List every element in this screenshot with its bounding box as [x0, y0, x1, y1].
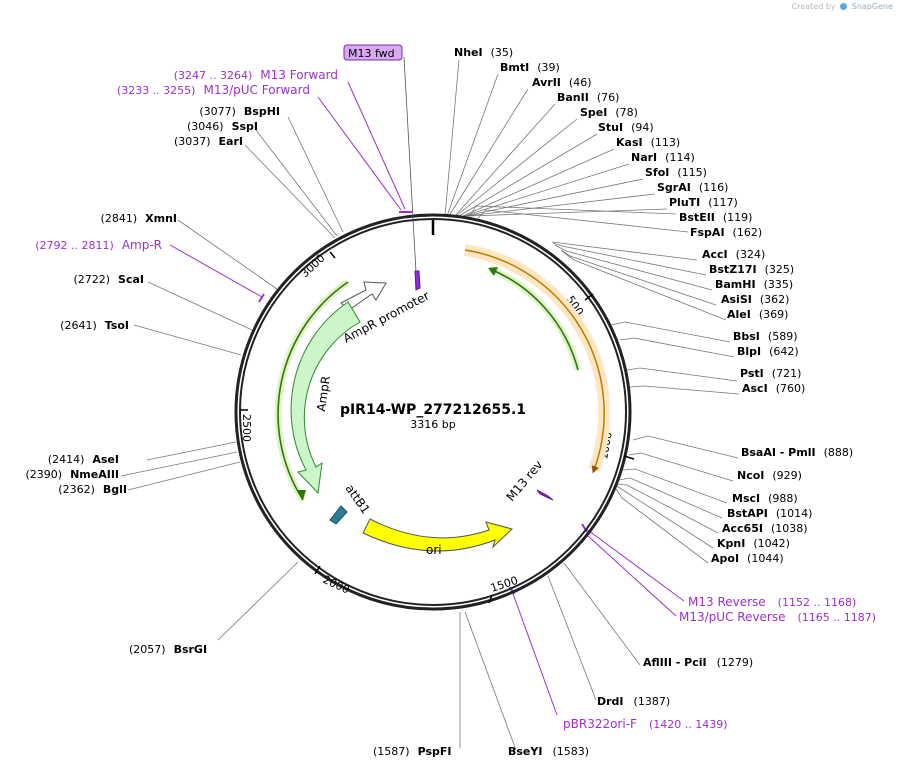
plasmid-length: 3316 bp [410, 418, 455, 431]
site-label: (2841)XmnI [101, 212, 177, 225]
snapgene-credit: Created by SnapGene [792, 2, 893, 11]
primer-lines [169, 81, 685, 716]
primer-label: (3247 .. 3264)M13 Forward [174, 68, 338, 82]
snapgene-logo-icon [840, 3, 848, 10]
site-label: BstAPI(1014) [727, 507, 812, 520]
ampr-label: AmpR [314, 375, 333, 412]
green-arc-left-arrow-icon [297, 490, 306, 500]
ori-label: ori [426, 543, 442, 557]
site-label: AvrII(46) [532, 76, 592, 89]
site-label: (2057)BsrGI [129, 643, 207, 656]
m13-fwd-box-label: M13 fwd [348, 47, 395, 60]
site-label: BmtI(39) [500, 61, 560, 74]
site-label: (2414)AseI [48, 453, 119, 466]
primer-label: M13 Reverse(1152 .. 1168) [688, 595, 856, 609]
plasmid-name: pIR14-WP_277212655.1 [340, 402, 526, 418]
green-arc-left [277, 281, 349, 501]
site-label: BstZ17I(325) [709, 263, 794, 276]
site-label: (2641)TsoI [60, 319, 129, 332]
m13-fwd-leader [403, 56, 417, 273]
site-label: AccI(324) [702, 248, 765, 261]
site-label: AflIII - PciI(1279) [643, 656, 753, 669]
site-label: PluTI(117) [669, 196, 738, 209]
site-label: AscI(760) [742, 382, 805, 395]
sites-right: NheI(35) BmtI(39) AvrII(46) BanII(76) Sp… [454, 46, 853, 565]
green-arc-right [489, 268, 579, 371]
site-label: BstEII(119) [679, 211, 752, 224]
site-label: KpnI(1042) [717, 537, 790, 550]
site-label: Acc65I(1038) [722, 522, 808, 535]
site-label: ApoI(1044) [711, 552, 784, 565]
site-label: SfoI(115) [645, 166, 707, 179]
site-label: NheI(35) [454, 46, 513, 59]
site-label: PstI(721) [740, 367, 801, 380]
site-label: AleI(369) [727, 308, 788, 321]
credit-text: Created by [791, 2, 836, 11]
m13-fwd-box [343, 44, 403, 61]
leader-lines [120, 59, 740, 751]
primer-label: (3233 .. 3255)M13/pUC Forward [117, 83, 310, 97]
site-label: BanII(76) [557, 91, 619, 104]
site-label: BlpI(642) [737, 345, 799, 358]
site-label: (1587)PspFI [373, 745, 451, 758]
sites-left: (2414)AseI (2390)NmeAIII (2362)BglI (264… [26, 105, 281, 496]
attb1-marker [329, 505, 348, 525]
site-label: SpeI(78) [580, 106, 638, 119]
primer-labels: (3247 .. 3264)M13 Forward (3233 .. 3255)… [35, 68, 876, 731]
scale-ticks [240, 251, 635, 604]
tick-label-3000: 3000 [298, 252, 327, 281]
sites-bottom: AflIII - PciI(1279) DrdI(1387) BseYI(158… [129, 643, 753, 758]
site-label: (3037)EarI [174, 135, 243, 148]
site-label: NarI(114) [631, 151, 695, 164]
primer-label: M13/pUC Reverse(1165 .. 1187) [679, 610, 876, 624]
site-label: StuI(94) [598, 121, 654, 134]
primer-label: pBR322ori-F(1420 .. 1439) [563, 717, 728, 731]
ori-arrow [362, 518, 513, 552]
site-label: (2390)NmeAIII [26, 468, 120, 481]
insert-arc [464, 249, 605, 474]
site-label: (2722)ScaI [73, 273, 144, 286]
site-label: BsaAI - PmlI(888) [741, 446, 853, 459]
credit-brand: SnapGene [851, 2, 893, 11]
m13-fwd-marker [414, 270, 421, 291]
ampr-promoter-arrow [340, 281, 387, 311]
site-label: AsiSI(362) [721, 293, 789, 306]
site-label: SgrAI(116) [657, 181, 728, 194]
m13-rev-marker [536, 489, 554, 501]
site-label: (2362)BglI [58, 483, 127, 496]
site-label: BseYI(1583) [508, 745, 589, 758]
tick-label-2500: 2500 [240, 414, 253, 442]
site-label: FspAI(162) [690, 226, 762, 239]
site-label: BamHI(335) [715, 278, 793, 291]
tick-label-2000: 2000 [321, 573, 352, 597]
backbone-inner [239, 218, 627, 606]
green-arc-right-arrow-icon [488, 267, 498, 276]
site-label: BbsI(589) [733, 330, 798, 343]
attb1-label: attB1 [343, 482, 373, 517]
primer-label: (2792 .. 2811)Amp-R [35, 238, 162, 252]
site-label: (3077)BspHI [199, 105, 280, 118]
site-label: DrdI(1387) [597, 695, 670, 708]
m13-rev-label: M13 rev [504, 458, 546, 504]
backbone-outer [234, 213, 632, 611]
site-label: MscI(988) [732, 492, 798, 505]
site-label: (3046)SspI [187, 120, 258, 133]
site-label: KasI(113) [616, 136, 680, 149]
site-label: NcoI(929) [737, 469, 802, 482]
ampr-arrow [290, 301, 361, 495]
